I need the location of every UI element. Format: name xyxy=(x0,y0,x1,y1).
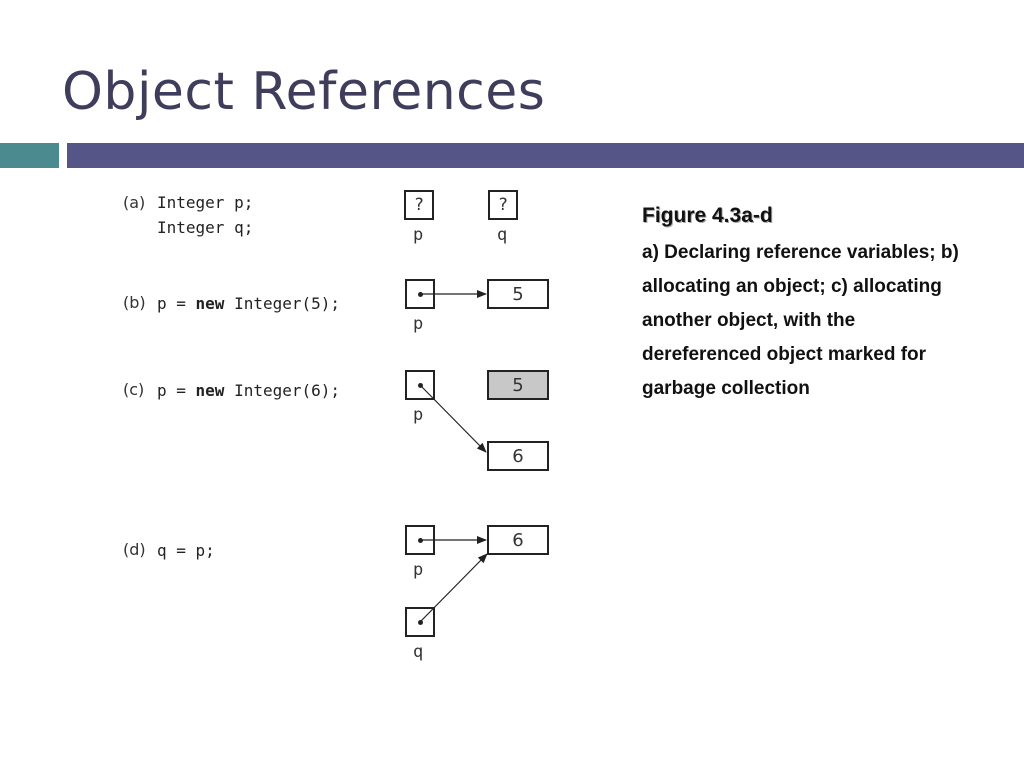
panel-c-code-keyword: new xyxy=(195,381,225,400)
figure-caption: Figure 4.3a-d a) Declaring reference var… xyxy=(642,204,972,406)
header-bar xyxy=(67,143,1024,168)
panel-c-new-object: 6 xyxy=(487,441,549,471)
panel-d-code: q = p; xyxy=(157,541,215,560)
panel-b-p-name: p xyxy=(413,314,424,334)
panel-c-garbage-object: 5 xyxy=(487,370,549,400)
panel-d-q-name: q xyxy=(413,642,424,662)
panel-a-q-name: q xyxy=(497,225,508,245)
panel-b-code-keyword: new xyxy=(195,294,225,313)
panel-c-p-name: p xyxy=(413,405,424,425)
panel-a-code-line2: Integer q; xyxy=(157,218,254,237)
panel-a-p-name: p xyxy=(413,225,424,245)
panel-c-code: p = new Integer(6); xyxy=(157,381,340,400)
panel-d-object: 6 xyxy=(487,525,549,555)
caption-title: Figure 4.3a-d xyxy=(642,204,773,227)
arrow-c-p-to-6 xyxy=(419,384,487,453)
panel-b-object: 5 xyxy=(487,279,549,309)
panel-c-code-prefix: p = xyxy=(157,381,196,400)
panel-b-label: (b) xyxy=(123,293,146,312)
panel-a-p-box: ? xyxy=(404,190,434,220)
panel-b-code-prefix: p = xyxy=(157,294,196,313)
panel-c-label: (c) xyxy=(123,380,145,399)
panel-a-label: (a) xyxy=(123,193,146,212)
panel-a-code-line1: Integer p; xyxy=(157,193,254,212)
panel-c-code-suffix: Integer(6); xyxy=(224,381,341,400)
header-bar-accent xyxy=(0,143,59,168)
arrow-d-q-to-6 xyxy=(419,553,488,623)
panel-d-p-name: p xyxy=(413,560,424,580)
slide-title: Object References xyxy=(62,62,546,122)
panel-d-label: (d) xyxy=(123,540,146,559)
caption-body: a) Declaring reference variables; b) all… xyxy=(642,242,959,399)
panel-b-code-suffix: Integer(5); xyxy=(224,294,341,313)
panel-b-code: p = new Integer(5); xyxy=(157,294,340,313)
panel-a-q-box: ? xyxy=(488,190,518,220)
